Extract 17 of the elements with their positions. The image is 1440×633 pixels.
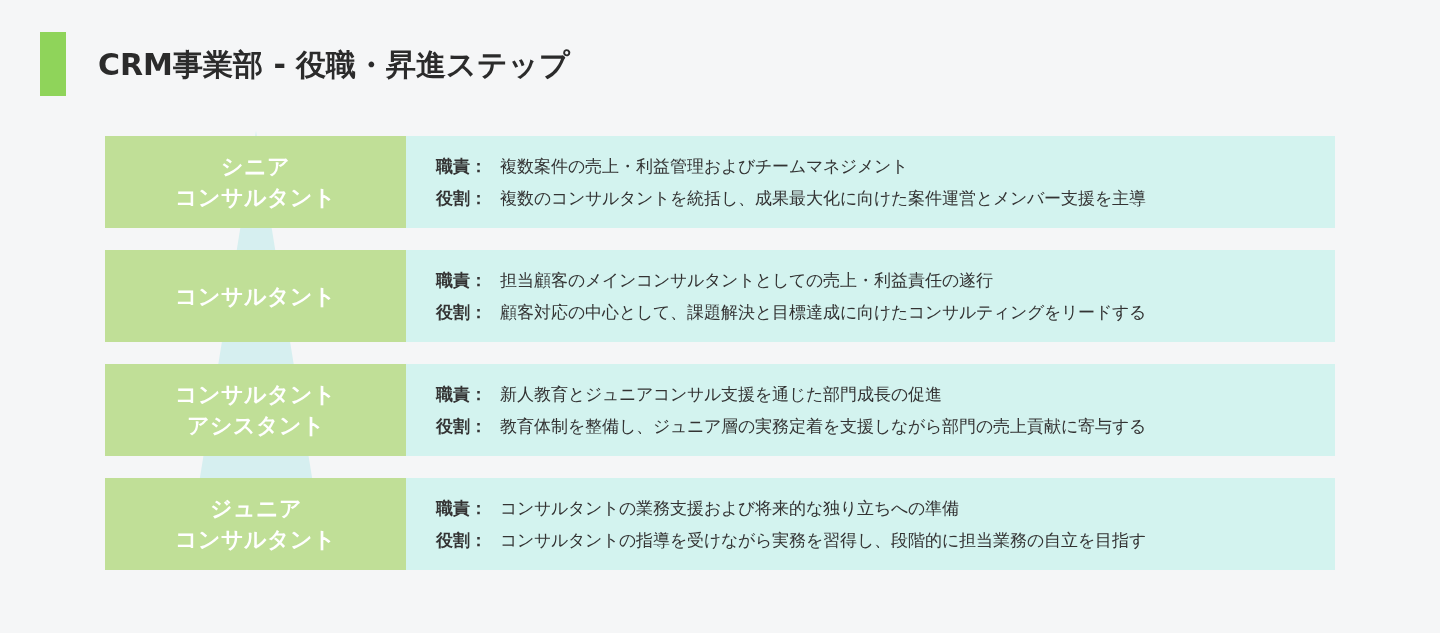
- description-text: 職責： 担当顧客のメインコンサルタントとしての売上・利益責任の遂行: [436, 269, 995, 292]
- description-text: 役割： 複数のコンサルタントを統括し、成果最大化に向けた案件運営とメンバー支援を主導: [436, 187, 1148, 210]
- position-box: シニアコンサルタント: [105, 136, 406, 228]
- description-panel: [406, 250, 1335, 342]
- description-panel: [406, 364, 1335, 456]
- description-text: 職責： 新人教育とジュニアコンサル支援を通じた部門成長の促進: [436, 383, 944, 406]
- description-text: 職責： コンサルタントの業務支援および将来的な独り立ちへの準備: [436, 497, 961, 520]
- description-panel: [406, 478, 1335, 570]
- position-box: ジュニアコンサルタント: [105, 478, 406, 570]
- description-text: 役割： 顧客対応の中心として、課題解決と目標達成に向けたコンサルティングをリードする: [436, 301, 1148, 324]
- description-panel: [406, 136, 1335, 228]
- description-text: 役割： 教育体制を整備し、ジュニア層の実務定着を支援しながら部門の売上貢献に寄与する: [436, 415, 1148, 438]
- position-box: コンサルタント: [105, 250, 406, 342]
- position-box: コンサルタントアシスタント: [105, 364, 406, 456]
- description-text: 役割： コンサルタントの指導を受けながら実務を習得し、段階的に担当業務の自立を目指す: [436, 529, 1148, 552]
- description-text: 職責： 複数案件の売上・利益管理およびチームマネジメント: [436, 155, 910, 178]
- title: CRM事業部 - 役職・昇進ステップ: [98, 46, 571, 84]
